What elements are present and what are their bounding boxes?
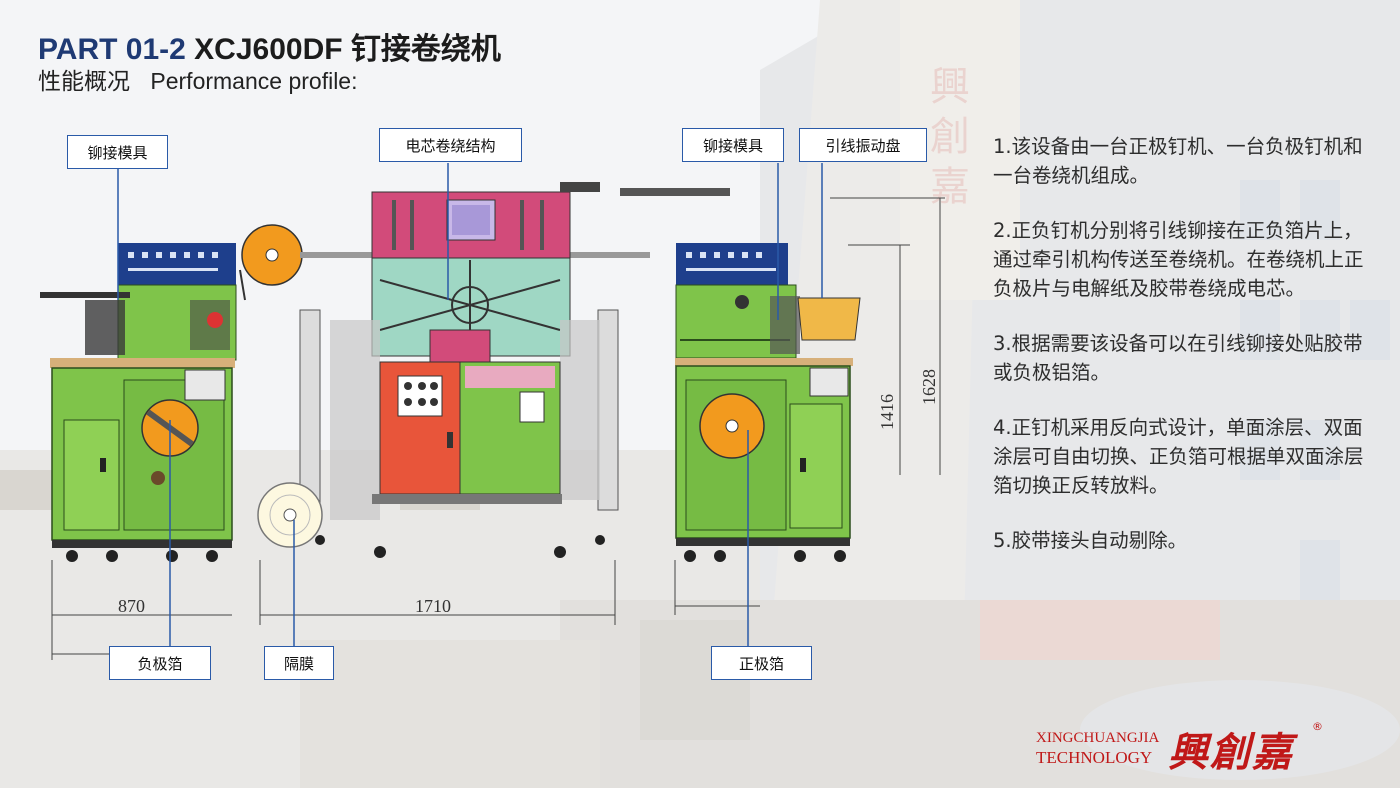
leader-lines <box>117 163 823 646</box>
desc-item: 5.胶带接头自动剔除。 <box>993 529 1188 552</box>
part-number: PART 01-2 <box>38 33 186 66</box>
brand-en-line1: XINGCHUANGJIA <box>1036 730 1160 746</box>
svg-text:嘉: 嘉 <box>930 164 970 209</box>
performance-description: 1.该设备由一台正极钉机、一台负极钉机和一台卷绕机组成。 2.正负钉机分别将引线… <box>993 132 1373 581</box>
brand-english: XINGCHUANGJIA TECHNOLOGY <box>1036 728 1159 768</box>
svg-text:創: 創 <box>930 114 970 159</box>
desc-item: 2.正负钉机分别将引线铆接在正负箔片上，通过牵引机构传送至卷绕机。在卷绕机上正负… <box>993 219 1364 300</box>
winding-machine <box>257 182 730 558</box>
svg-text:興: 興 <box>930 64 970 109</box>
page-title: PART 01-2 XCJ600DF 钉接卷绕机 <box>38 24 501 68</box>
right-nail-machine <box>675 243 861 562</box>
brand-logo-cn: 興創嘉 <box>1168 729 1294 776</box>
label-rivet-die-right: 铆接模具 <box>682 128 784 162</box>
label-negative-foil: 负极箔 <box>109 646 211 680</box>
registered-mark: ® <box>1312 720 1323 733</box>
label-winding-structure: 电芯卷绕结构 <box>379 128 522 162</box>
subtitle-cn: 性能概况 <box>38 68 130 94</box>
model-name: XCJ600DF 钉接卷绕机 <box>194 33 501 66</box>
brand-en-line2: TECHNOLOGY <box>1036 748 1153 767</box>
dimension-lines <box>51 197 945 660</box>
label-positive-foil: 正极箔 <box>711 646 812 680</box>
page-subtitle: 性能概况 Performance profile: <box>38 62 371 96</box>
label-rivet-die-left: 铆接模具 <box>67 135 168 169</box>
desc-item: 4.正钉机采用反向式设计，单面涂层、双面涂层可自由切换、正负箔可根据单双面涂层箔… <box>993 416 1364 497</box>
subtitle-en: Performance profile: <box>150 68 358 94</box>
label-lead-vibration-disk: 引线振动盘 <box>799 128 927 162</box>
label-separator: 隔膜 <box>264 646 334 680</box>
desc-item: 1.该设备由一台正极钉机、一台负极钉机和一台卷绕机组成。 <box>993 135 1363 187</box>
desc-item: 3.根据需要该设备可以在引线铆接处贴胶带或负极铝箔。 <box>993 332 1363 384</box>
